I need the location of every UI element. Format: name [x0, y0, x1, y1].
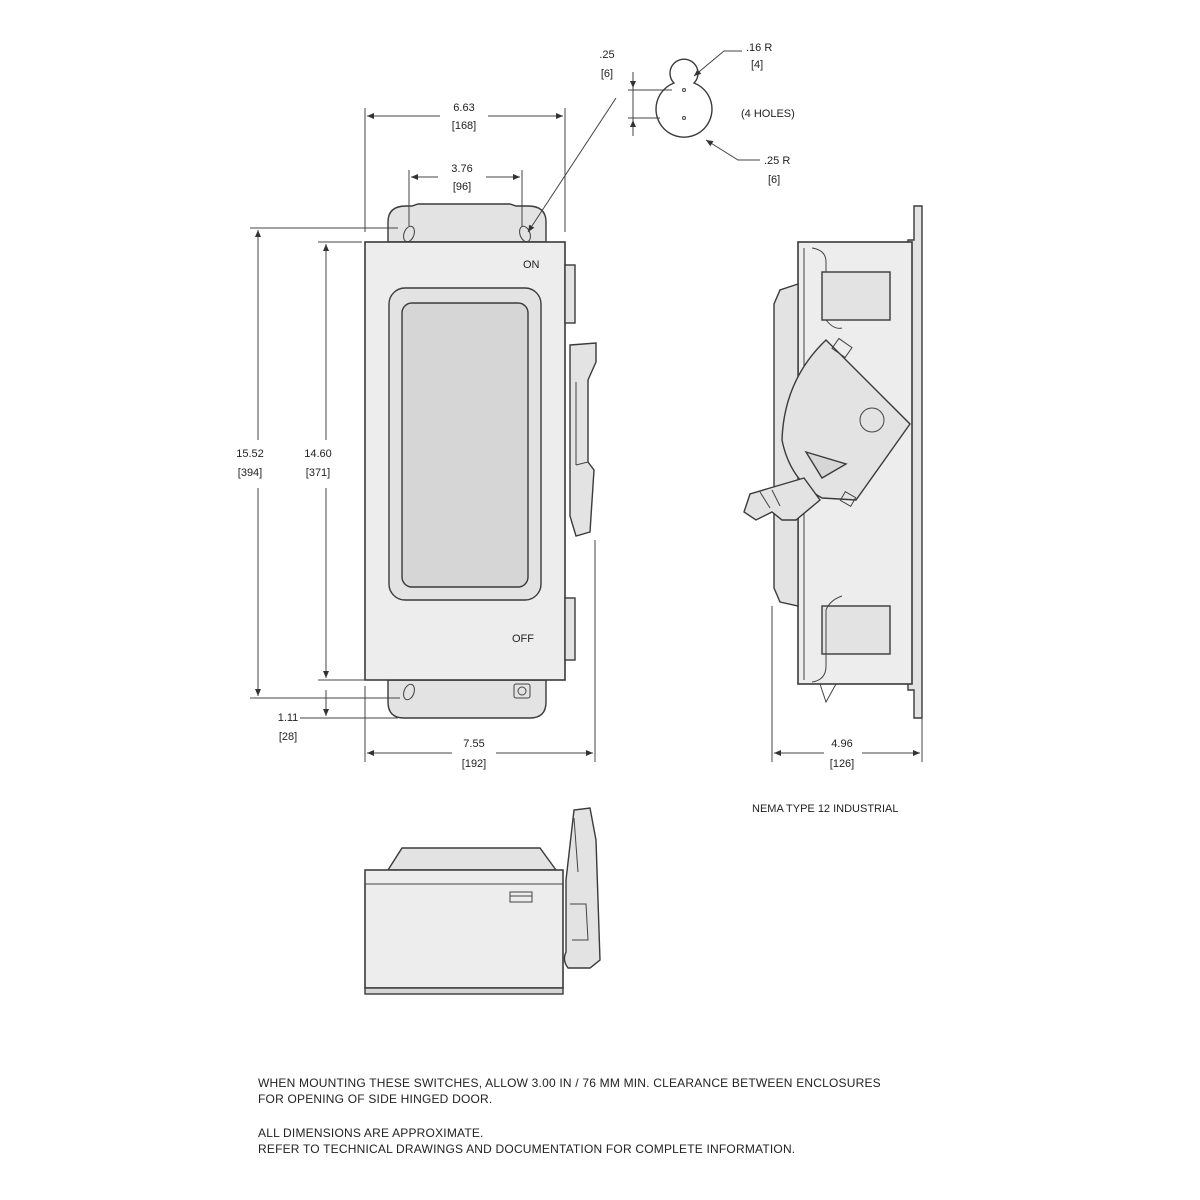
- note-line-2: FOR OPENING OF SIDE HINGED DOOR.: [258, 1092, 493, 1106]
- dim-overall-height-mm: [394]: [238, 467, 262, 479]
- mounting-hole-bottom-left: [403, 683, 415, 701]
- top-view-base: [364, 987, 564, 995]
- top-mounting-bracket: [387, 203, 547, 243]
- dim-body-height-in: 14.60: [304, 448, 332, 460]
- top-view-latch: [509, 891, 533, 903]
- note-line-3: ALL DIMENSIONS ARE APPROXIMATE.: [258, 1126, 484, 1140]
- dim-overall-height-in: 15.52: [236, 448, 264, 460]
- mounting-clearance-note: WHEN MOUNTING THESE SWITCHES, ALLOW 3.00…: [258, 1075, 1018, 1107]
- note-line-4: REFER TO TECHNICAL DRAWINGS AND DOCUMENT…: [258, 1142, 796, 1156]
- dim-bottom-offset-in: 1.11: [278, 712, 299, 724]
- dim-bottom-offset-mm: [28]: [279, 731, 297, 743]
- dim-depth-mm: [126]: [830, 758, 854, 770]
- nema-type-label: NEMA TYPE 12 INDUSTRIAL: [752, 803, 899, 815]
- dim-small-radius-mm: [4]: [751, 59, 763, 71]
- dim-hole-offset-mm: [6]: [601, 68, 613, 80]
- dim-large-radius-mm: [6]: [768, 174, 780, 186]
- dim-hole-offset-in: .25: [599, 49, 614, 61]
- top-view-enclosure: [364, 869, 564, 989]
- dim-depth-in: 4.96: [831, 738, 852, 750]
- dimensions-disclaimer-note: ALL DIMENSIONS ARE APPROXIMATE. REFER TO…: [258, 1125, 1018, 1157]
- mounting-hole-bottom-right: [513, 683, 531, 699]
- dim-large-radius-in: .25 R: [764, 155, 790, 167]
- dim-width-top-mm: [168]: [452, 120, 476, 132]
- dim-width-top-in: 6.63: [453, 102, 474, 114]
- dim-width-bottom-in: 7.55: [463, 738, 484, 750]
- top-view-lid: [386, 847, 558, 871]
- side-handle-lever: [743, 477, 821, 521]
- dim-width-bottom-mm: [192]: [462, 758, 486, 770]
- holes-note: (4 HOLES): [741, 108, 795, 120]
- hinge-top: [564, 264, 576, 324]
- front-operating-handle: [569, 342, 597, 537]
- off-label: OFF: [512, 633, 534, 645]
- front-view-dimensions: 6.63 [168] 3.76 [96] 15.52 [394] 14.60 […: [236, 102, 596, 770]
- dim-hole-spacing-in: 3.76: [451, 163, 472, 175]
- drawing-notes: WHEN MOUNTING THESE SWITCHES, ALLOW 3.00…: [258, 1075, 1018, 1175]
- front-view: ON OFF: [364, 203, 597, 719]
- dim-body-height-mm: [371]: [306, 467, 330, 479]
- top-view-handle: [563, 807, 601, 969]
- side-triangle-indicator: [804, 450, 848, 479]
- hinge-bottom: [564, 597, 576, 661]
- bottom-mounting-bracket: [387, 679, 547, 719]
- dim-small-radius-in: .16 R: [746, 42, 772, 54]
- side-upper-clip: [821, 271, 891, 321]
- top-view: [364, 807, 601, 995]
- side-lower-clip: [821, 605, 891, 655]
- note-line-1: WHEN MOUNTING THESE SWITCHES, ALLOW 3.00…: [258, 1076, 881, 1090]
- dim-hole-spacing-mm: [96]: [453, 181, 471, 193]
- front-window-inner: [401, 302, 529, 588]
- side-pivot: [859, 407, 885, 433]
- keyhole-detail: .25 [6] .16 R [4] (4 HOLES) .25 R [6]: [527, 42, 795, 233]
- side-view: 4.96 [126] NEMA TYPE 12 INDUSTRIAL: [743, 205, 923, 815]
- keyhole-outline: [655, 58, 713, 138]
- on-label: ON: [523, 259, 540, 271]
